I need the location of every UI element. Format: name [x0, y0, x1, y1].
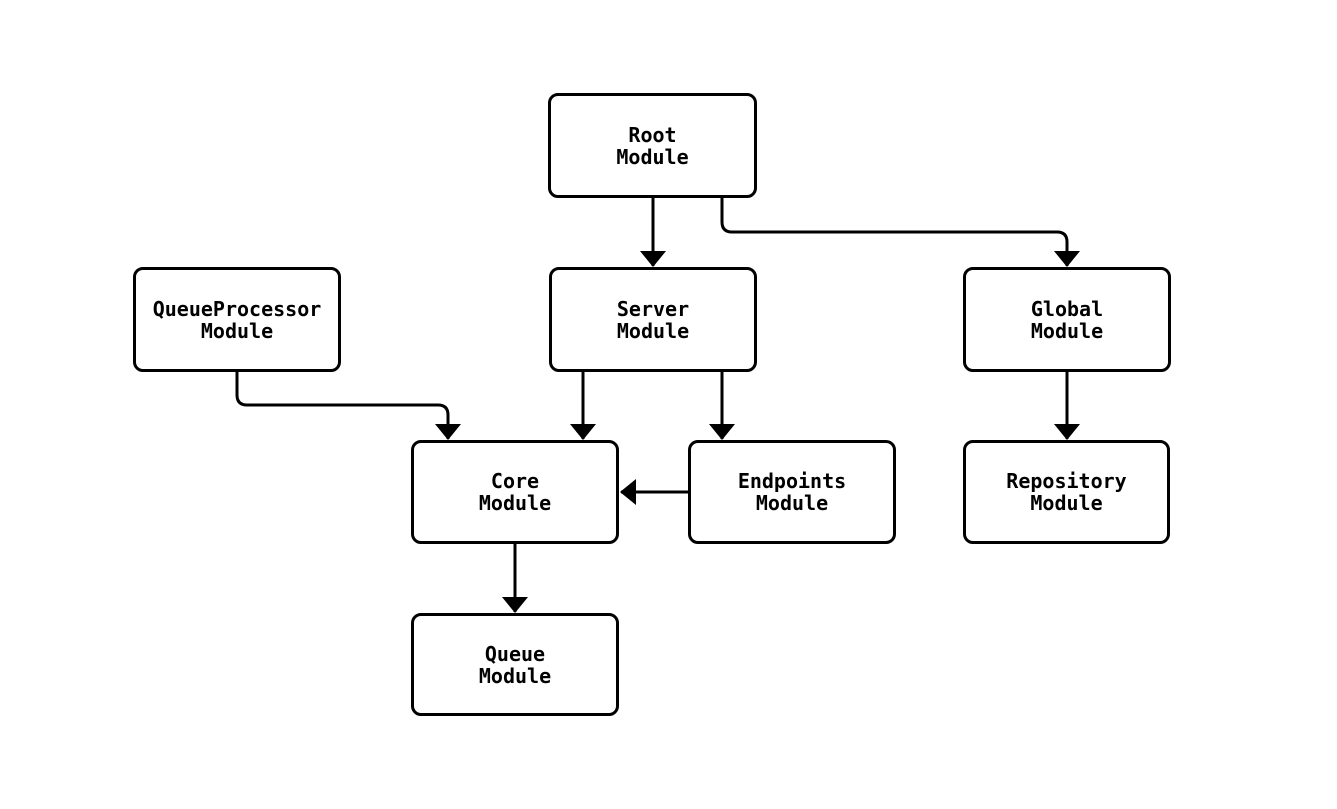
- node-label-line: Repository: [1006, 469, 1127, 493]
- node-label-line: Core: [490, 469, 540, 493]
- node-label-line: Module: [200, 318, 274, 343]
- node-label-line: QueueProcessor: [152, 296, 322, 321]
- node-label-line: Module: [616, 144, 689, 169]
- node-label-line: Module: [1030, 491, 1103, 515]
- node-label-line: Module: [478, 663, 552, 688]
- node-label-line: Server: [616, 296, 690, 321]
- node-label-line: Global: [1030, 296, 1104, 321]
- node-label-line: Endpoints: [737, 469, 847, 493]
- node-label-line: Module: [478, 491, 552, 515]
- edge-root-global: [720, 198, 1080, 267]
- node-label-line: Root: [628, 122, 677, 147]
- node-label-line: Module: [1030, 318, 1104, 343]
- node-label-line: Module: [616, 318, 690, 343]
- edge-queueprocessor-core: [235, 372, 461, 440]
- node-label-line: Queue: [484, 641, 546, 666]
- node-label-line: Module: [755, 491, 829, 515]
